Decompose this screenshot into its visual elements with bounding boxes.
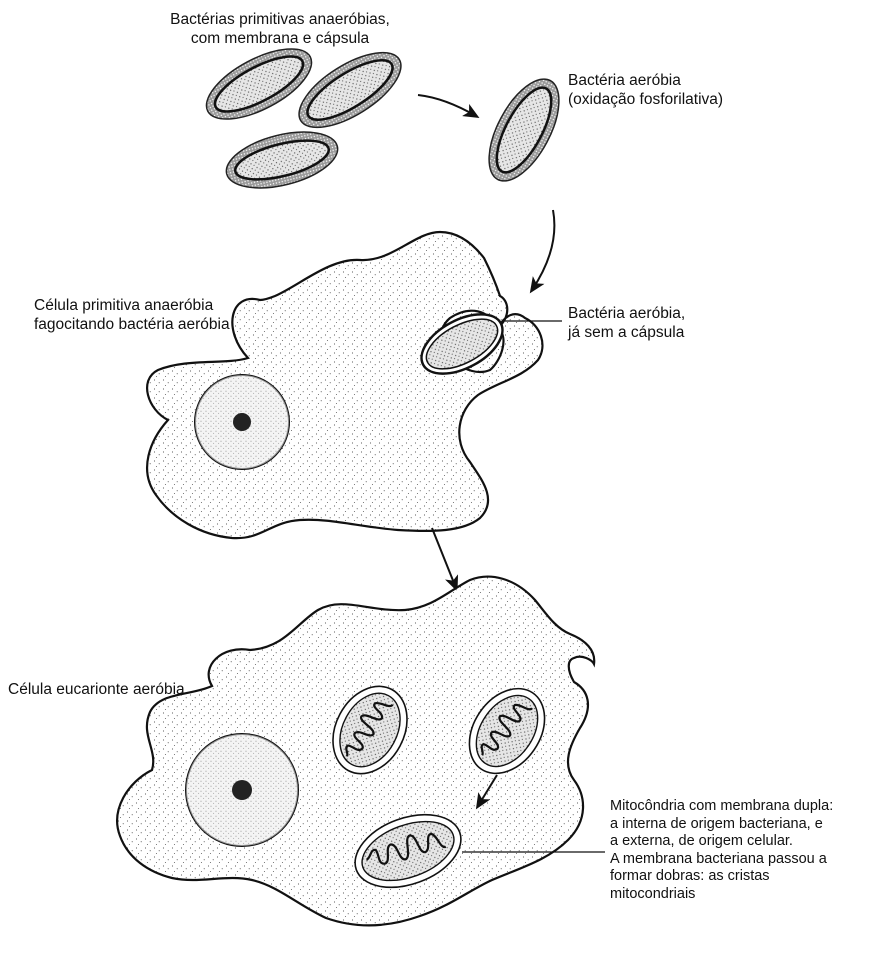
eukaryote-nucleus <box>186 734 298 846</box>
label-mitocondria: Mitocôndria com membrana dupla: a intern… <box>610 798 833 903</box>
arrow-to-eukaryote <box>432 528 456 588</box>
primitive-cell-nucleus <box>195 375 289 469</box>
primitive-cell-membrane <box>147 232 542 538</box>
primitive-bacterium-3 <box>221 122 344 198</box>
label-celula-eucarionte: Célula eucarionte aeróbia <box>8 680 185 699</box>
aerobic-bacterium <box>475 68 573 191</box>
arrow-to-aerobic-bacterium <box>418 95 476 116</box>
label-celula-primitiva: Célula primitiva anaeróbia fagocitando b… <box>34 296 230 334</box>
label-bacteria-aerobia: Bactéria aeróbia (oxidação fosforilativa… <box>568 71 723 109</box>
arrow-to-phagocytosis <box>532 210 554 290</box>
label-bacterias-primitivas: Bactérias primitivas anaeróbias, com mem… <box>170 10 390 48</box>
label-bacteria-sem-capsula: Bactéria aeróbia, já sem a cápsula <box>568 304 685 342</box>
